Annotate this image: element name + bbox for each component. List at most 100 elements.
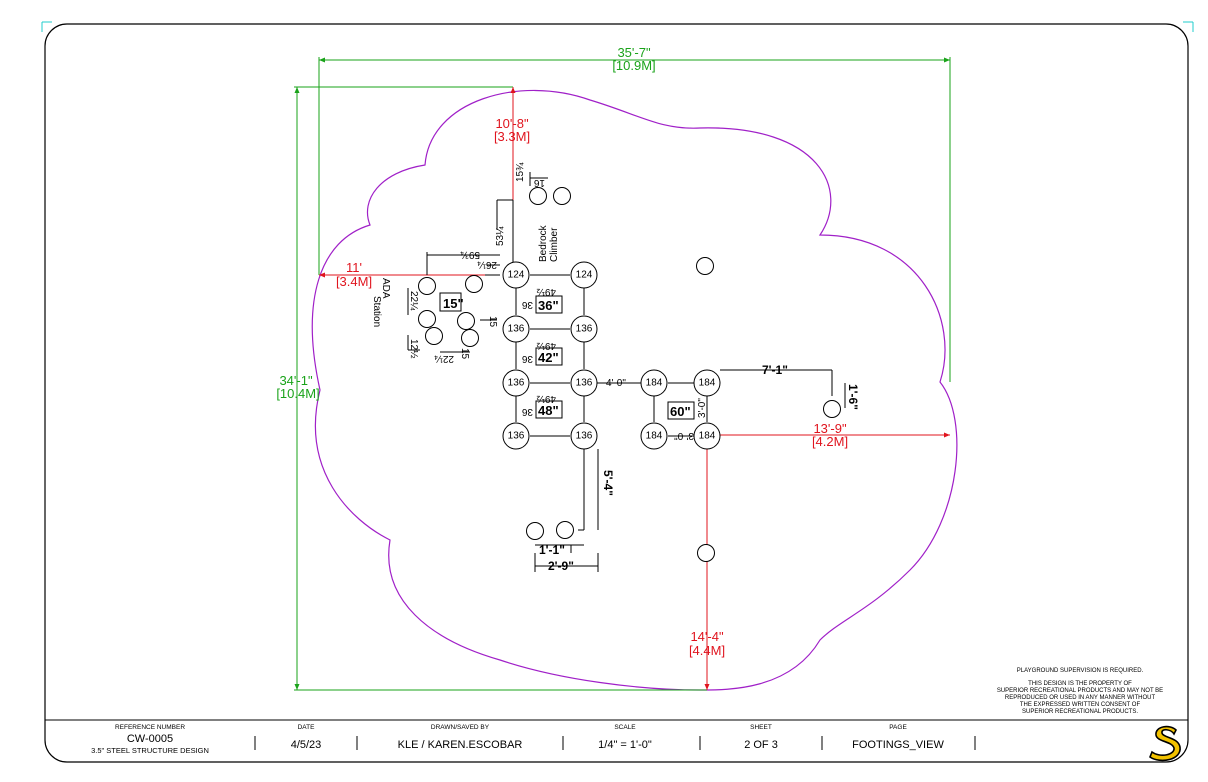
post-label: 184 <box>646 378 663 389</box>
post-184-b: 184 <box>693 369 721 397</box>
ref-header: REFERENCE NUMBER <box>115 724 185 731</box>
ada-label: ADA <box>380 278 391 299</box>
post-184-d: 184 <box>693 422 721 450</box>
dim-text: 36 <box>521 353 533 364</box>
post-label: 184 <box>646 431 663 442</box>
dim-text: 15 <box>487 316 498 328</box>
footing-circle <box>556 521 574 539</box>
overall-width-metric: [10.9M] <box>612 58 655 73</box>
svg-text:REPRODUCED OR USED IN ANY MANN: REPRODUCED OR USED IN ANY MANNER WITHOUT <box>1005 695 1156 701</box>
use-zone-outline <box>311 89 958 691</box>
left-clearance-label: 11' <box>346 260 362 275</box>
footing-circle <box>461 329 479 347</box>
dim-text: 49½ <box>536 286 556 297</box>
dim-text: 15¾ <box>515 162 526 182</box>
post-136-d: 136 <box>570 369 598 397</box>
post-136-f: 136 <box>570 422 598 450</box>
dim-text: 7'-1" <box>762 363 788 377</box>
dim-text: 2'-9" <box>548 559 574 573</box>
dim-text: 59¾ <box>460 249 480 260</box>
dim-text: 16 <box>533 177 545 188</box>
svg-text:42": 42" <box>538 350 559 365</box>
post-136-c: 136 <box>502 369 530 397</box>
post-label: 124 <box>508 270 525 281</box>
sheet-value: 2 OF 3 <box>744 739 778 751</box>
dim-text: 12½ <box>408 339 419 359</box>
bottom-clearance-metric: [4.4M] <box>689 643 725 658</box>
sheet-header: SHEET <box>750 724 772 731</box>
post-label: 124 <box>576 270 593 281</box>
dim-text: 22¼ <box>434 353 454 365</box>
date-value: 4/5/23 <box>291 739 322 751</box>
footing-circle <box>529 187 547 205</box>
ref-subtitle: 3.5" STEEL STRUCTURE DESIGN <box>91 746 209 755</box>
dim-text: 36 <box>521 299 533 310</box>
title-block: REFERENCE NUMBER CW-0005 3.5" STEEL STRU… <box>45 719 1188 755</box>
drawn-header: DRAWN/SAVED BY <box>431 724 490 731</box>
deck-height-48: 48" <box>535 400 563 419</box>
svg-text:THE EXPRESSED WRITTEN CONSENT: THE EXPRESSED WRITTEN CONSENT OF <box>1020 702 1141 708</box>
post-184-c: 184 <box>640 422 668 450</box>
dim-text: 5'-4" <box>601 470 615 496</box>
dim-text: 49½ <box>536 393 556 404</box>
footing-circle <box>696 257 714 275</box>
corner-mark <box>41 21 52 32</box>
dim-text: 4'-0" <box>606 378 626 389</box>
footing-circle <box>823 400 841 418</box>
post-label: 136 <box>508 431 525 442</box>
date-header: DATE <box>298 724 316 731</box>
svg-text:SUPERIOR RECREATIONAL PRODUCTS: SUPERIOR RECREATIONAL PRODUCTS. <box>1022 709 1138 715</box>
scale-header: SCALE <box>614 724 636 731</box>
station-label: Station <box>371 296 382 327</box>
drawn-value: KLE / KAREN.ESCOBAR <box>398 739 523 751</box>
post-136-a: 136 <box>502 315 530 343</box>
right-clearance-label: 13'-9" <box>813 421 847 436</box>
post-label: 136 <box>576 324 593 335</box>
post-label: 136 <box>576 431 593 442</box>
post-label: 136 <box>508 378 525 389</box>
overall-dimensions <box>294 57 951 691</box>
structure-linework <box>407 172 846 572</box>
svg-text:36": 36" <box>538 298 559 313</box>
post-label: 184 <box>699 378 716 389</box>
design-notice: PLAYGROUND SUPERVISION IS REQUIRED. THIS… <box>997 668 1163 715</box>
overall-width-label: 35'-7" <box>617 45 651 60</box>
dim-text: 22¼ <box>408 291 420 311</box>
deck-height-15: 15" <box>439 292 464 312</box>
post-label: 184 <box>699 431 716 442</box>
svg-text:60": 60" <box>670 404 691 419</box>
dim-text: 15 <box>459 348 470 360</box>
post-184-a: 184 <box>640 369 668 397</box>
post-124-b: 124 <box>570 261 598 289</box>
footing-circle <box>418 277 436 295</box>
right-clearance-metric: [4.2M] <box>812 434 848 449</box>
footing-circle <box>457 312 475 330</box>
footings <box>418 187 841 562</box>
corner-mark <box>1183 21 1194 32</box>
overall-depth-metric: [10.4M] <box>276 386 319 401</box>
footing-circle <box>418 310 436 328</box>
post-label: 136 <box>508 324 525 335</box>
svg-text:THIS DESIGN IS THE PROPERTY OF: THIS DESIGN IS THE PROPERTY OF <box>1028 681 1132 687</box>
deck-height-60: 60" <box>667 401 695 420</box>
overall-depth-label: 34'-1" <box>279 373 313 388</box>
dim-text: 3'-0" <box>674 430 694 441</box>
page-header: PAGE <box>889 724 907 731</box>
dim-text: 36 <box>521 406 533 417</box>
footing-circle <box>425 327 443 345</box>
deck-height-42: 42" <box>535 347 563 366</box>
sheet-border <box>44 23 1189 763</box>
bottom-clearance-label: 14'-4" <box>690 629 724 644</box>
post-124-a: 124 <box>502 261 530 289</box>
footing-circle <box>553 187 571 205</box>
svg-text:48": 48" <box>538 403 559 418</box>
svg-text:PLAYGROUND SUPERVISION IS REQU: PLAYGROUND SUPERVISION IS REQUIRED. <box>1017 668 1144 674</box>
post-136-e: 136 <box>502 422 530 450</box>
dim-text: 53¼ <box>494 226 506 246</box>
deck-height-36: 36" <box>535 295 563 314</box>
svg-text:SUPERIOR RECREATIONAL PRODUCTS: SUPERIOR RECREATIONAL PRODUCTS AND MAY N… <box>997 688 1163 694</box>
dim-text: 1'-1" <box>539 543 565 557</box>
post-label: 136 <box>576 378 593 389</box>
ref-value: CW-0005 <box>127 733 173 745</box>
